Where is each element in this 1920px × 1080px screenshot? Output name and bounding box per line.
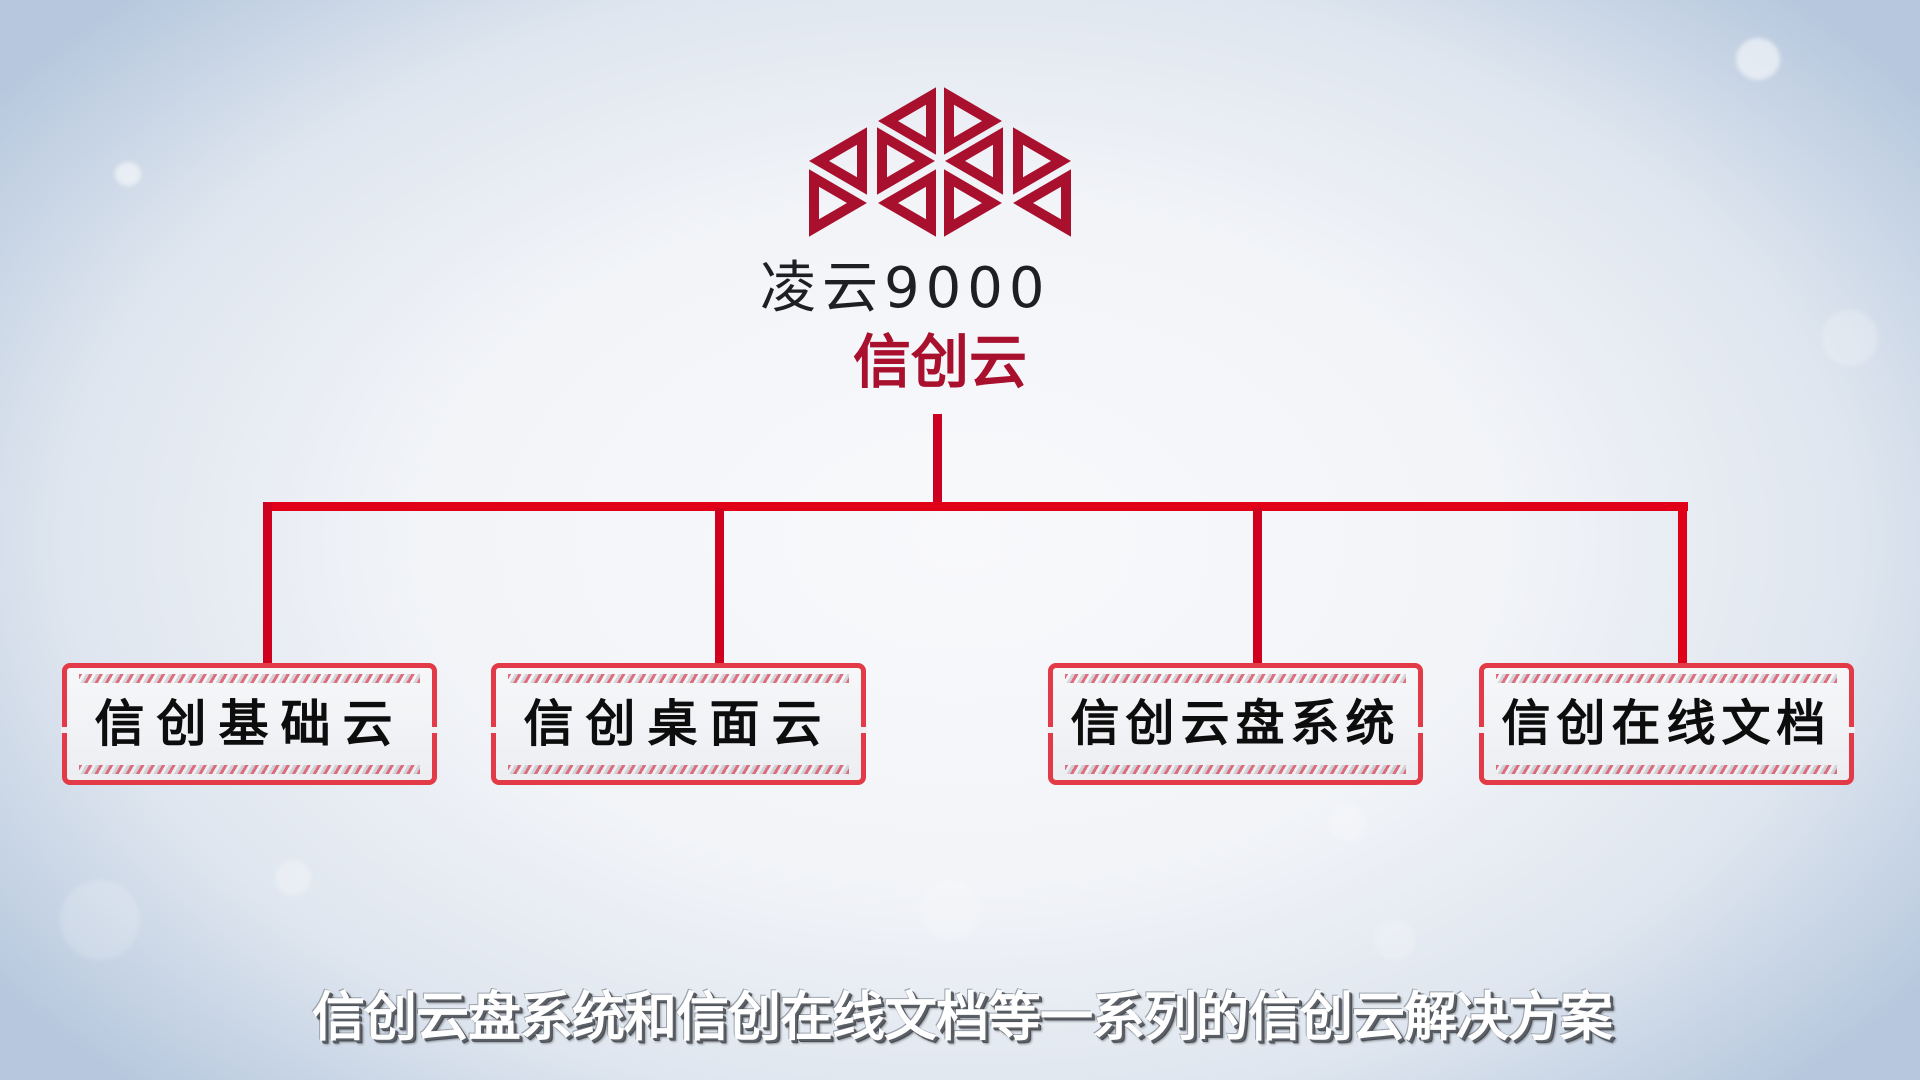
branch-connector-2 bbox=[715, 508, 724, 666]
stripe-decoration bbox=[79, 674, 420, 683]
node-label: 信创在线文档 bbox=[1501, 695, 1832, 752]
horizontal-connector bbox=[263, 502, 1688, 511]
root-stem-connector bbox=[933, 414, 942, 510]
stripe-decoration bbox=[508, 765, 849, 774]
node-xinchuang-desktop-cloud: 信创桌面云 bbox=[490, 663, 867, 785]
stripe-decoration bbox=[79, 765, 420, 774]
bokeh-dot bbox=[1375, 920, 1415, 960]
bokeh-dot bbox=[275, 860, 311, 896]
node-label: 信创基础云 bbox=[94, 695, 405, 753]
stripe-decoration bbox=[508, 674, 849, 683]
video-caption: 信创云盘系统和信创在线文档等一系列的信创云解决方案 bbox=[312, 987, 1613, 1048]
branch-connector-4 bbox=[1678, 502, 1687, 666]
triangle-lattice-logo-icon bbox=[809, 87, 1071, 237]
bokeh-dot bbox=[920, 880, 980, 940]
stripe-decoration bbox=[1496, 765, 1837, 774]
bokeh-dot bbox=[1736, 38, 1780, 80]
stripe-decoration bbox=[1496, 674, 1837, 683]
bokeh-dot bbox=[1330, 805, 1366, 841]
bokeh-dot bbox=[115, 162, 141, 186]
node-xinchuang-cloud-disk: 信创云盘系统 bbox=[1047, 663, 1424, 785]
bokeh-dot bbox=[60, 880, 140, 960]
node-xinchuang-base-cloud: 信创基础云 bbox=[61, 663, 438, 785]
branch-connector-1 bbox=[263, 502, 272, 666]
stripe-decoration bbox=[1065, 765, 1406, 774]
root-node-label: 信创云 bbox=[852, 328, 1027, 396]
product-title: 凌云9000 bbox=[760, 256, 1051, 321]
node-xinchuang-online-docs: 信创在线文档 bbox=[1478, 663, 1855, 785]
node-label: 信创桌面云 bbox=[523, 695, 834, 753]
node-label: 信创云盘系统 bbox=[1070, 695, 1401, 752]
stripe-decoration bbox=[1065, 674, 1406, 683]
branch-connector-3 bbox=[1253, 508, 1262, 666]
bokeh-dot bbox=[1822, 310, 1878, 366]
